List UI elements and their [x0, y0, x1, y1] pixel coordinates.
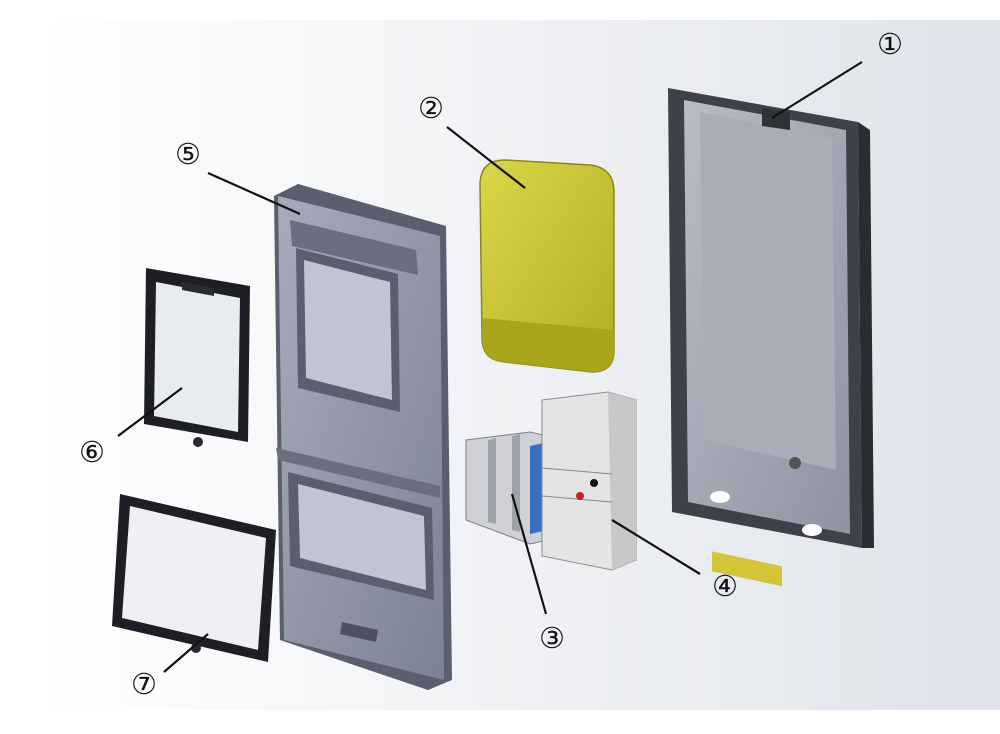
part-1-enclosure-box — [668, 88, 874, 587]
leader-line-7 — [163, 633, 209, 673]
callout-7: ⑦ — [131, 667, 157, 701]
part-3-circuit-breaker — [465, 431, 549, 545]
callout-1: ① — [877, 27, 903, 61]
leader-line-6 — [117, 387, 183, 437]
leader-line-4 — [611, 519, 701, 575]
callout-3: ③ — [539, 621, 565, 655]
part-2-yellow-module — [479, 159, 615, 373]
part-4-white-block — [541, 391, 637, 571]
part-6-window-frame — [144, 268, 250, 447]
leader-line-3 — [510, 493, 548, 615]
callout-4: ④ — [712, 569, 738, 603]
leader-line-1 — [771, 61, 863, 119]
callout-6: ⑥ — [79, 435, 105, 469]
leader-lines — [117, 61, 863, 673]
callout-2: ② — [418, 91, 444, 125]
callout-5: ⑤ — [175, 137, 201, 171]
leader-line-5 — [207, 171, 301, 216]
leader-line-2 — [446, 126, 526, 189]
part-7-window-frame — [112, 494, 276, 662]
part-5-front-cover — [274, 184, 452, 690]
